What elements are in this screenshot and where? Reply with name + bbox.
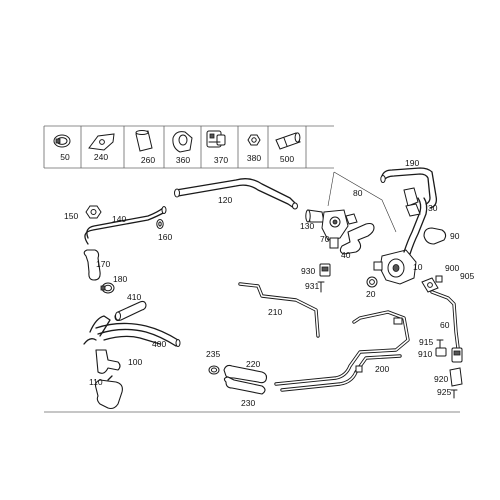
- callout-410: 410: [127, 292, 141, 302]
- part-120-hose[interactable]: [174, 178, 298, 210]
- part-915-screw[interactable]: [436, 339, 444, 349]
- callout-220: 220: [246, 359, 260, 369]
- part-60-sensor[interactable]: [451, 347, 463, 363]
- connector-icon: [206, 130, 226, 148]
- callout-140: 140: [112, 214, 126, 224]
- part-200-pipe-assembly[interactable]: [274, 310, 410, 392]
- callout-905: 905: [460, 271, 474, 281]
- part-190-hose[interactable]: [380, 167, 438, 209]
- catalog-label: 360: [176, 155, 190, 165]
- callout-100: 100: [128, 357, 142, 367]
- callout-80: 80: [353, 188, 363, 198]
- callout-930: 930: [301, 266, 315, 276]
- callout-200: 200: [375, 364, 389, 374]
- callout-190: 190: [405, 158, 419, 168]
- part-920-plug[interactable]: [449, 367, 463, 387]
- part-70-valve[interactable]: [321, 209, 349, 249]
- part-80-fitting[interactable]: [345, 213, 358, 225]
- callout-70: 70: [320, 234, 330, 244]
- clip-bracket-icon: [88, 133, 115, 151]
- catalog-cell-370[interactable]: 370: [206, 130, 228, 165]
- callout-110: 110: [89, 377, 103, 387]
- catalog-label: 240: [94, 152, 108, 162]
- callout-230: 230: [241, 398, 255, 408]
- leader-line: [333, 171, 397, 233]
- part-910-bracket[interactable]: [435, 347, 447, 357]
- catalog-label: 370: [214, 155, 228, 165]
- part-100-hose[interactable]: [95, 349, 121, 374]
- part-130-fitting[interactable]: [305, 209, 325, 223]
- part-931-screw[interactable]: [317, 281, 325, 293]
- callout-130: 130: [300, 221, 314, 231]
- callout-925: 925: [437, 387, 451, 397]
- callout-10: 10: [413, 262, 423, 272]
- sleeve-tube-icon: [275, 132, 301, 150]
- callout-915: 915: [419, 337, 433, 347]
- part-10-pump[interactable]: [373, 197, 428, 285]
- callout-931: 931: [305, 281, 319, 291]
- callout-30: 30: [428, 203, 438, 213]
- part-410-hose[interactable]: [114, 300, 147, 322]
- part-400-hose-assembly[interactable]: [83, 315, 181, 347]
- part-20-washer[interactable]: [366, 276, 378, 288]
- nut-icon: [247, 134, 261, 146]
- elbow-hose-icon: [172, 131, 193, 153]
- hose-sleeve-icon: [135, 130, 153, 152]
- callout-150: 150: [64, 211, 78, 221]
- part-40-hose[interactable]: [339, 222, 375, 255]
- callout-235: 235: [206, 349, 220, 359]
- callout-210: 210: [268, 307, 282, 317]
- part-230-hose[interactable]: [223, 376, 266, 395]
- catalog-label: 260: [141, 155, 155, 165]
- part-930-sensor[interactable]: [319, 263, 331, 277]
- callout-400: 400: [152, 339, 166, 349]
- part-210-pipe[interactable]: [238, 282, 320, 338]
- catalog-label: 380: [247, 153, 261, 163]
- catalog-cell-500[interactable]: 500: [275, 132, 301, 164]
- catalog-cell-50[interactable]: 50: [53, 134, 71, 162]
- callout-labels: 150 140 160 170 180 410 400 100 110 120 …: [64, 158, 474, 408]
- callout-920: 920: [434, 374, 448, 384]
- catalog-label: 50: [60, 152, 70, 162]
- part-60-line[interactable]: [430, 290, 460, 350]
- catalog-cell-260[interactable]: 260: [135, 130, 155, 166]
- part-110-hose[interactable]: [94, 375, 123, 410]
- part-900-connector[interactable]: [421, 277, 439, 293]
- part-160-washer[interactable]: [156, 219, 164, 229]
- callout-160: 160: [158, 232, 172, 242]
- callout-20: 20: [366, 289, 376, 299]
- leader-line: [327, 171, 335, 207]
- part-90-hose[interactable]: [423, 227, 447, 245]
- part-905-clip[interactable]: [435, 275, 443, 283]
- callout-120: 120: [218, 195, 232, 205]
- catalog-cell-240[interactable]: 240: [88, 133, 115, 162]
- hose-clamp-icon: [53, 134, 71, 148]
- callout-170: 170: [96, 259, 110, 269]
- callout-90: 90: [450, 231, 460, 241]
- part-140-hose[interactable]: [84, 206, 167, 245]
- catalog-label: 500: [280, 154, 294, 164]
- part-925-screw[interactable]: [450, 389, 458, 399]
- part-150-nut[interactable]: [85, 205, 102, 219]
- catalog-cell-380[interactable]: 380: [247, 134, 261, 163]
- callout-180: 180: [113, 274, 127, 284]
- part-180-clamp[interactable]: [100, 282, 115, 294]
- callout-60: 60: [440, 320, 450, 330]
- part-170-hose[interactable]: [83, 249, 101, 281]
- part-30-fitting[interactable]: [403, 187, 421, 217]
- callout-910: 910: [418, 349, 432, 359]
- parts-catalog-strip: 50 240 260 360: [43, 125, 334, 169]
- part-235-clamp[interactable]: [208, 365, 220, 375]
- callout-900: 900: [445, 263, 459, 273]
- catalog-cell-360[interactable]: 360: [172, 131, 193, 165]
- callout-40: 40: [341, 250, 351, 260]
